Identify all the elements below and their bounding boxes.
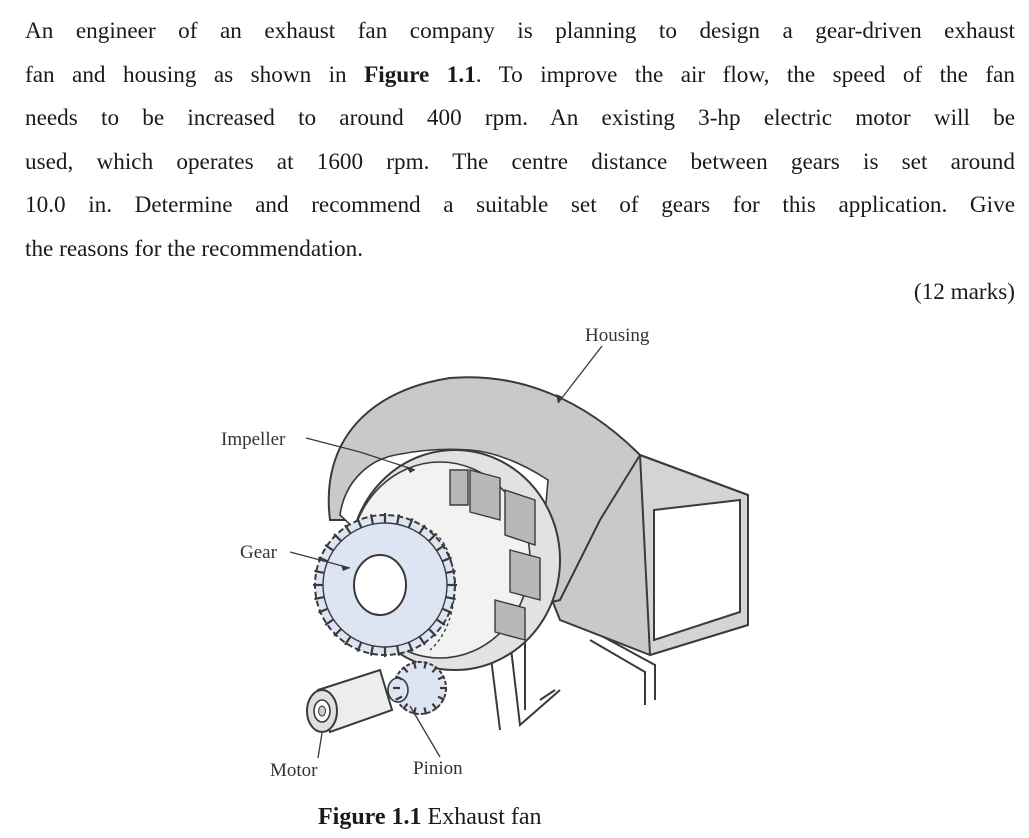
gear-tooth bbox=[435, 618, 446, 626]
support-stand bbox=[489, 634, 656, 731]
pinion-tooth bbox=[431, 666, 438, 674]
pinion-leader bbox=[409, 705, 441, 758]
gear-leader bbox=[289, 551, 351, 569]
gear-tooth bbox=[418, 524, 426, 535]
question-line-1-text: An engineer of an exhaust fan company is… bbox=[25, 18, 1015, 44]
pinion-tooth bbox=[402, 666, 409, 674]
figure-caption-number: Figure 1.1 bbox=[318, 804, 422, 830]
question-line-1: An engineer of an exhaust fan company is… bbox=[25, 10, 1015, 54]
question-line-3: needs to be increased to around 400 rpm.… bbox=[25, 97, 1015, 141]
question-line-5-text: 10.0 in. Determine and recommend a suita… bbox=[25, 192, 1015, 219]
gear-tooth bbox=[344, 524, 352, 535]
leader-arrowheads bbox=[341, 394, 563, 571]
motor-leader bbox=[317, 732, 323, 759]
gear-tooth bbox=[324, 618, 335, 626]
impeller-leader bbox=[305, 437, 416, 471]
gear-tooth bbox=[407, 641, 414, 652]
gear-tooth bbox=[441, 607, 452, 614]
gear-tooth bbox=[318, 556, 329, 563]
gear-tooth bbox=[407, 518, 414, 529]
gear-tooth bbox=[445, 569, 456, 574]
pinion-tooth bbox=[395, 695, 403, 701]
gear-tooth bbox=[418, 635, 426, 646]
label-pinion: Pinion bbox=[413, 758, 463, 779]
pinion-tooth bbox=[402, 702, 409, 710]
gear-tooth bbox=[356, 518, 363, 529]
gear-tooth bbox=[396, 645, 401, 656]
gear bbox=[313, 513, 457, 657]
question-line-6: the reasons for the recommendation. bbox=[25, 228, 1015, 272]
gear-tooth bbox=[428, 533, 437, 542]
gear-tooth bbox=[445, 596, 456, 601]
question-line-6-text: the reasons for the recommendation. bbox=[25, 235, 364, 262]
pinion-tooth bbox=[437, 675, 445, 681]
pinion bbox=[387, 661, 447, 715]
gear-tooth bbox=[344, 635, 352, 646]
label-motor: Motor bbox=[270, 760, 318, 781]
leader-lines bbox=[289, 345, 603, 759]
pinion-tooth bbox=[395, 675, 403, 681]
gear-tooth bbox=[318, 607, 329, 614]
pinion-tooth bbox=[423, 707, 428, 715]
gear-tooth bbox=[333, 533, 342, 542]
gear-tooth bbox=[428, 628, 437, 637]
housing-leader bbox=[557, 345, 603, 404]
question-line-4-text: used, which operates at 1600 rpm. The ce… bbox=[25, 148, 1015, 175]
question-text: An engineer of an exhaust fan company is… bbox=[25, 10, 1015, 272]
question-line-2-text-b: . To improve the air flow, the speed of … bbox=[475, 61, 1015, 88]
gear-tooth bbox=[314, 569, 325, 574]
gear-tooth bbox=[314, 596, 325, 601]
pinion-tooth bbox=[412, 661, 417, 669]
gear-tooth bbox=[441, 556, 452, 563]
pinion-tooth bbox=[437, 695, 445, 701]
gear-tooth bbox=[369, 514, 374, 525]
label-impeller: Impeller bbox=[221, 429, 286, 450]
question-line-5: 10.0 in. Determine and recommend a suita… bbox=[25, 184, 1015, 228]
gear-tooth bbox=[435, 544, 446, 552]
gear-tooth bbox=[324, 544, 335, 552]
pinion-tooth bbox=[431, 702, 438, 710]
figure-caption: Figure 1.1 Exhaust fan bbox=[318, 800, 542, 834]
pinion-tooth bbox=[423, 661, 428, 669]
gear-tooth bbox=[396, 514, 401, 525]
motor bbox=[306, 668, 394, 734]
gear-tooth bbox=[356, 641, 363, 652]
question-line-3-text: needs to be increased to around 400 rpm.… bbox=[25, 105, 1015, 132]
label-housing: Housing bbox=[585, 325, 650, 346]
gear-tooth bbox=[333, 628, 342, 637]
question-line-2: fan and housing as shown in Figure 1.1. … bbox=[25, 54, 1015, 98]
marks-label: (12 marks) bbox=[913, 279, 1015, 305]
question-line-4: used, which operates at 1600 rpm. The ce… bbox=[25, 141, 1015, 185]
question-line-2-text-a: fan and housing as shown in bbox=[25, 61, 365, 88]
figure-reference: Figure 1.1 bbox=[364, 61, 476, 88]
gear-tooth bbox=[369, 645, 374, 656]
label-gear: Gear bbox=[240, 542, 278, 563]
figure-caption-text: Exhaust fan bbox=[421, 804, 542, 830]
